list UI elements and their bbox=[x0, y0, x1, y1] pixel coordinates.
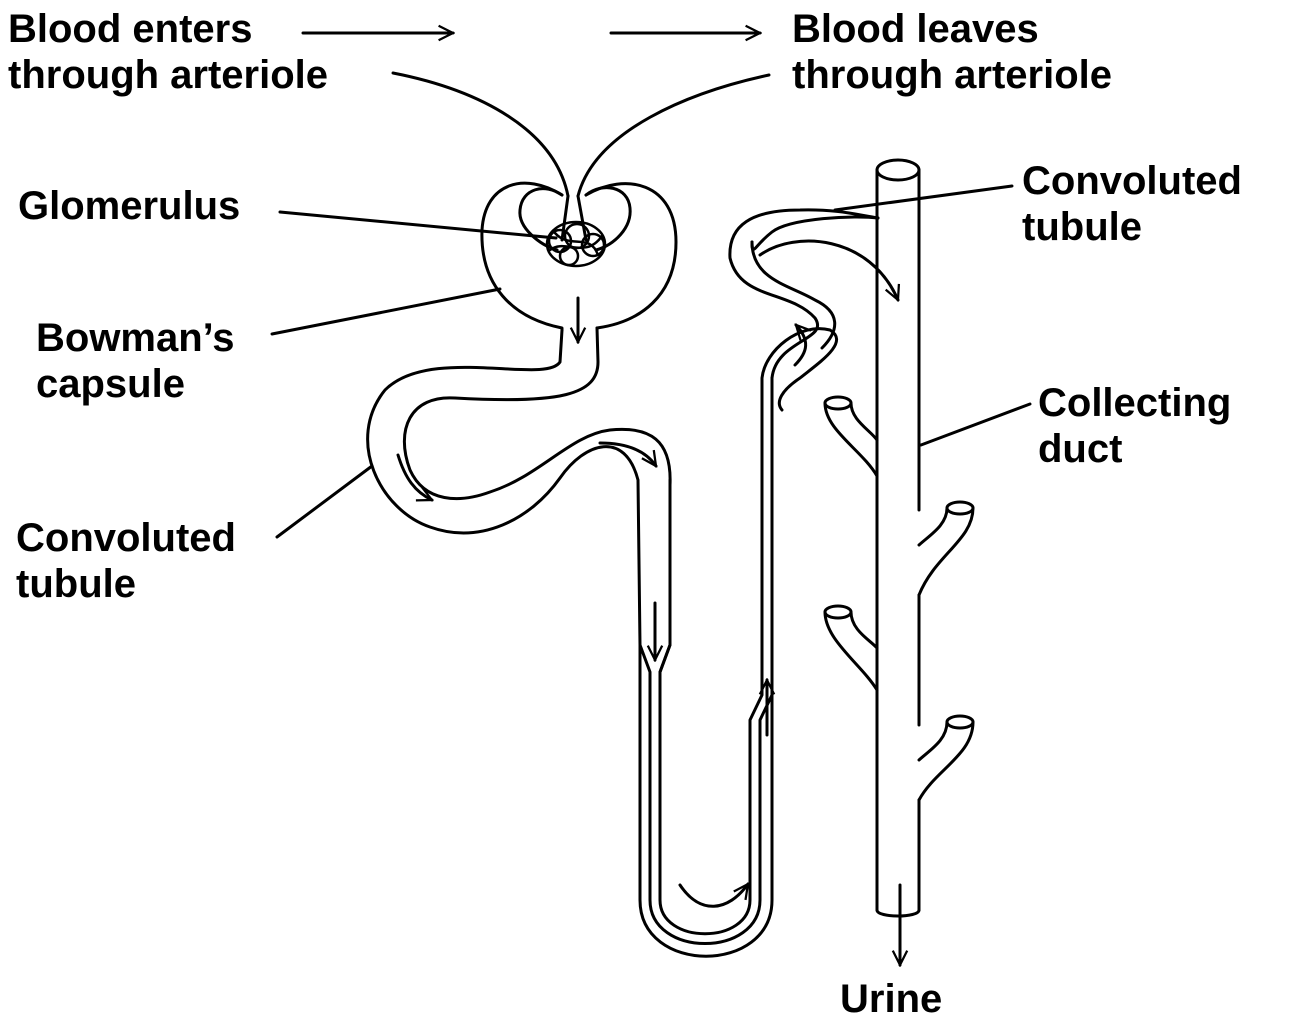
label-blood-enters: Blood enters through arteriole bbox=[8, 6, 328, 98]
label-convoluted-tubule-right-line1: Convoluted bbox=[1022, 158, 1242, 204]
label-blood-leaves-line2: through arteriole bbox=[792, 52, 1112, 98]
label-urine: Urine bbox=[840, 976, 942, 1022]
bowmans-capsule-leader bbox=[272, 289, 500, 334]
convoluted-tubule-left-leader bbox=[277, 466, 372, 537]
label-convoluted-tubule-left: Convoluted tubule bbox=[16, 515, 236, 607]
label-bowmans-capsule-line1: Bowman’s bbox=[36, 315, 235, 361]
proximal-convoluted-tubule bbox=[368, 210, 878, 944]
collecting-duct bbox=[825, 160, 973, 916]
label-convoluted-tubule-right: Convoluted tubule bbox=[1022, 158, 1242, 250]
afferent-arteriole bbox=[393, 73, 568, 240]
label-blood-leaves: Blood leaves through arteriole bbox=[792, 6, 1112, 98]
label-convoluted-tubule-left-line2: tubule bbox=[16, 561, 236, 607]
label-bowmans-capsule: Bowman’s capsule bbox=[36, 315, 235, 407]
label-blood-enters-line1: Blood enters bbox=[8, 6, 328, 52]
label-collecting-duct: Collecting duct bbox=[1038, 380, 1231, 472]
label-urine-line1: Urine bbox=[840, 976, 942, 1022]
label-glomerulus: Glomerulus bbox=[18, 183, 240, 229]
collecting-duct-leader bbox=[921, 404, 1030, 445]
glomerulus-capillaries bbox=[547, 222, 605, 266]
label-glomerulus-line1: Glomerulus bbox=[18, 183, 240, 229]
loop-bottom-flow-arrow bbox=[680, 884, 748, 906]
convoluted-tubule-right-leader bbox=[835, 186, 1012, 210]
label-collecting-duct-line1: Collecting bbox=[1038, 380, 1231, 426]
label-blood-leaves-line1: Blood leaves bbox=[792, 6, 1112, 52]
label-convoluted-tubule-right-line2: tubule bbox=[1022, 204, 1242, 250]
efferent-arteriole bbox=[578, 75, 769, 240]
label-convoluted-tubule-left-line1: Convoluted bbox=[16, 515, 236, 561]
glomerulus-leader bbox=[280, 212, 556, 238]
label-bowmans-capsule-line2: capsule bbox=[36, 361, 235, 407]
label-collecting-duct-line2: duct bbox=[1038, 426, 1231, 472]
label-blood-enters-line2: through arteriole bbox=[8, 52, 328, 98]
distal-convoluted-tubule bbox=[752, 217, 878, 720]
